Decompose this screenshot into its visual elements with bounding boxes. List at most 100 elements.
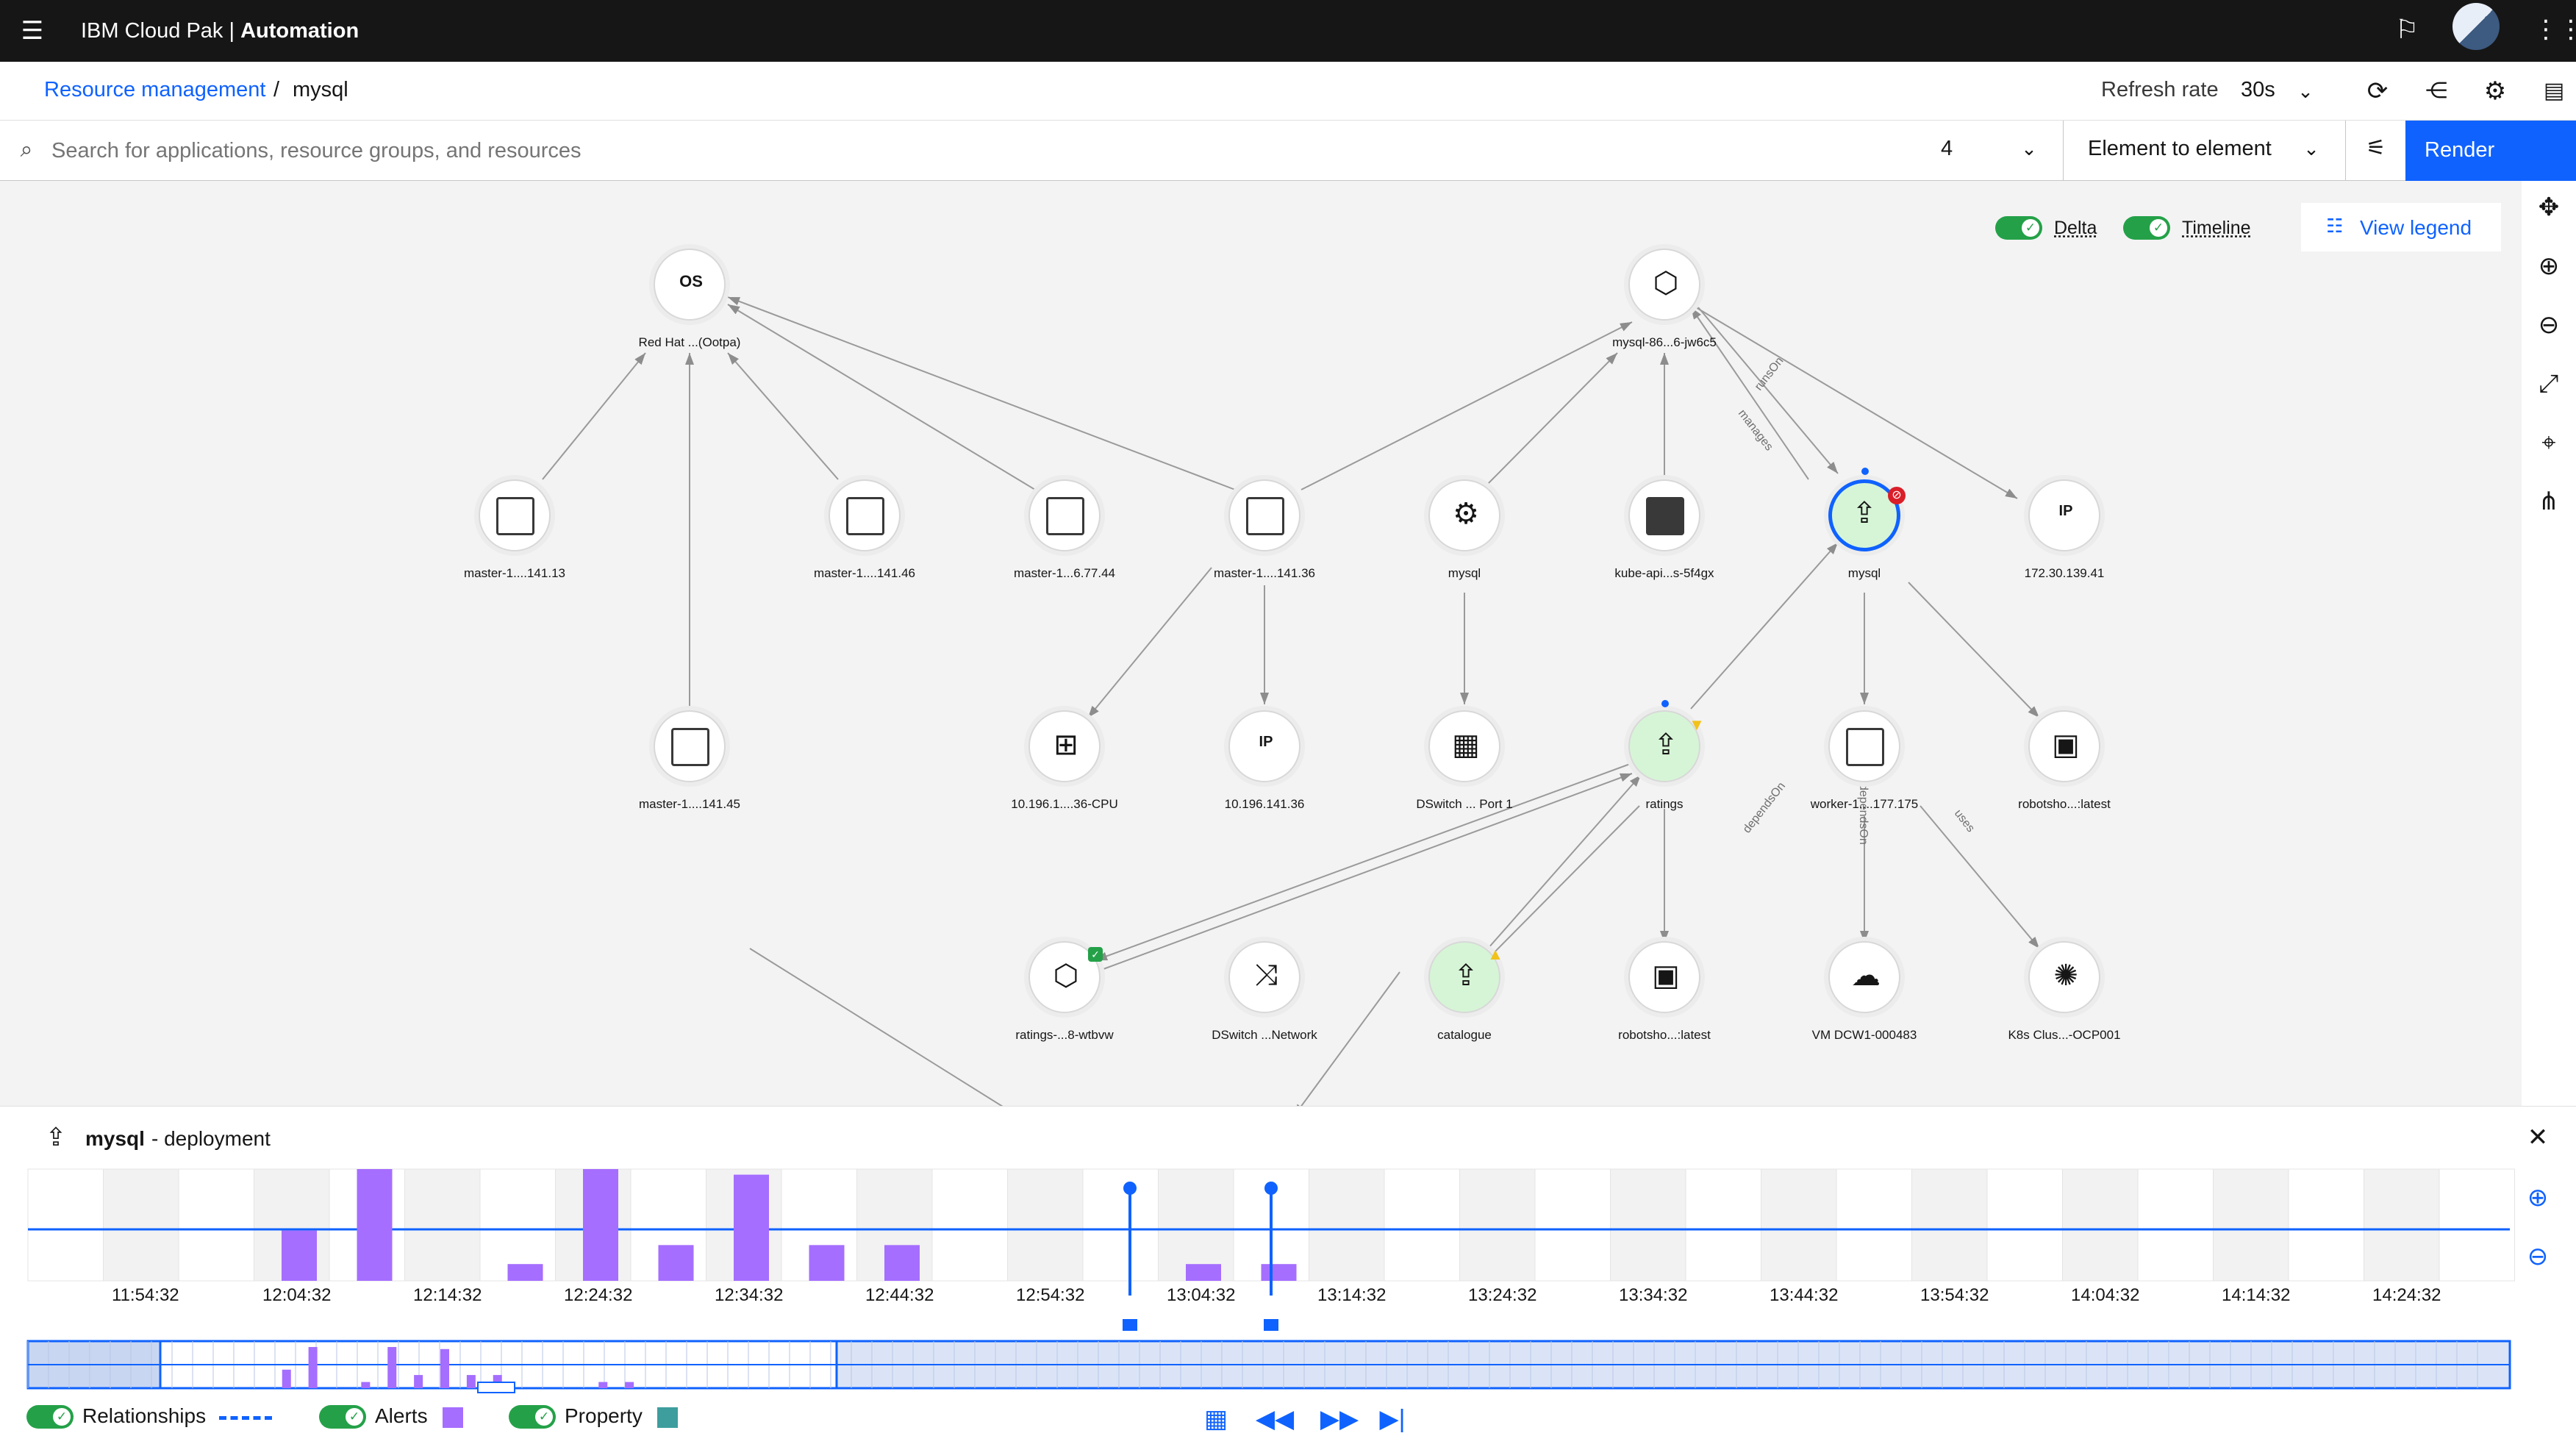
service-gear-icon: ⚙ <box>1453 498 1479 530</box>
hierarchy-icon[interactable]: ⋔ <box>2538 487 2560 515</box>
node-k8s-cluster[interactable]: ✺ <box>2028 941 2100 1013</box>
property-toggle[interactable] <box>509 1405 556 1429</box>
node-os[interactable]: OS <box>654 249 726 321</box>
user-avatar[interactable] <box>2452 3 2500 50</box>
node-master-46[interactable] <box>829 479 901 551</box>
timeline-zoom-out-icon[interactable]: ⊖ <box>2527 1243 2549 1271</box>
timeline-tick-label: 12:54:32 <box>1016 1285 1085 1305</box>
node-mysql-deployment[interactable]: ⇪ <box>1828 479 1900 551</box>
view-legend-label: View legend <box>2360 216 2472 239</box>
view-legend-button[interactable]: ☷ View legend <box>2301 203 2501 251</box>
pod-icon: ⬡ <box>1053 960 1079 992</box>
node-cpu[interactable]: ⊞ <box>1028 710 1101 782</box>
timeline-chart[interactable] <box>0 1162 2522 1397</box>
ok-status-icon: ✓ <box>1088 947 1103 962</box>
node-vm[interactable]: ☁ <box>1828 941 1900 1013</box>
alert-bar <box>282 1230 317 1281</box>
calendar-icon[interactable]: ▦ <box>1203 1405 1228 1433</box>
render-button[interactable]: Render <box>2405 121 2576 181</box>
search-input[interactable] <box>51 131 1889 171</box>
edge <box>1487 774 1642 949</box>
node-master-44[interactable] <box>1028 479 1101 551</box>
overview-alert-bar <box>466 1375 476 1388</box>
close-icon[interactable]: ✕ <box>2527 1123 2549 1151</box>
node-catalogue[interactable]: ⇪ <box>1428 941 1500 1013</box>
node-label-mysql-service: mysql <box>1448 566 1481 580</box>
edge <box>1095 773 1633 973</box>
hops-select-value[interactable]: 4 <box>1941 137 1953 160</box>
topology-canvas[interactable]: runsOn manages dependsOn dependsOn uses … <box>0 181 2522 1106</box>
delta-toggle[interactable] <box>1995 216 2042 240</box>
node-master-36[interactable] <box>1228 479 1300 551</box>
node-master-13[interactable] <box>479 479 551 551</box>
share-icon[interactable]: ⋲ <box>2425 79 2447 103</box>
timeline-column <box>2364 1168 2440 1282</box>
node-dswitch-port[interactable]: ▦ <box>1428 710 1500 782</box>
node-robotshop-1[interactable]: ▣ <box>2028 710 2100 782</box>
timeline-column <box>27 1168 104 1282</box>
node-ip-36[interactable]: IP <box>1228 710 1300 782</box>
timeline-column <box>2288 1168 2364 1282</box>
settings-icon[interactable]: ⚙ <box>2483 77 2507 105</box>
breadcrumb-parent-link[interactable]: Resource management <box>44 78 266 101</box>
zoom-in-icon[interactable]: ⊕ <box>2538 252 2560 280</box>
topology-edges: runsOn manages dependsOn dependsOn uses <box>542 296 2040 1106</box>
skip-to-end-icon[interactable]: ▶| <box>1379 1405 1406 1433</box>
canvas-toolbar: ✥ ⊕ ⊖ ⤢ ⌖ ⋔ <box>2522 181 2576 534</box>
alerts-toggle[interactable] <box>319 1405 366 1429</box>
timeline-column <box>103 1168 179 1282</box>
rewind-icon[interactable]: ◀◀ <box>1255 1405 1295 1433</box>
node-worker[interactable] <box>1828 710 1900 782</box>
edge <box>727 296 1236 490</box>
timeline-tick-label: 13:04:32 <box>1167 1285 1236 1305</box>
timeline-column <box>1911 1168 1988 1282</box>
hop-type-chevron-icon[interactable]: ⌄ <box>2303 137 2319 160</box>
timeline-column <box>2062 1168 2139 1282</box>
warning-status-icon: ▲ <box>1487 945 1503 963</box>
timeline-column <box>931 1168 1008 1282</box>
deployment-icon: ⇪ <box>1653 729 1678 761</box>
timeline-toggle[interactable] <box>2123 216 2170 240</box>
overview-alert-bar <box>414 1375 423 1388</box>
menu-icon[interactable]: ☰ <box>21 17 44 45</box>
search-icon: ⌕ <box>20 137 33 162</box>
selection-dot <box>1861 468 1869 475</box>
location-icon[interactable]: ⌖ <box>2541 429 2556 457</box>
pan-icon[interactable]: ✥ <box>2538 193 2560 221</box>
node-label-master-36: master-1....141.36 <box>1214 566 1315 580</box>
hops-chevron-icon[interactable]: ⌄ <box>2021 137 2037 160</box>
node-pod-top[interactable]: ⬡ <box>1628 249 1700 321</box>
alert-bar <box>809 1245 845 1281</box>
app-switcher-icon[interactable]: ⋮⋮ <box>2533 15 2576 43</box>
refresh-icon[interactable]: ⟳ <box>2366 77 2389 105</box>
edge <box>1920 805 2040 949</box>
overview-alert-bar <box>598 1382 608 1388</box>
refresh-rate-value[interactable]: 30s <box>2241 78 2275 101</box>
node-robotshop-2[interactable]: ▣ <box>1628 941 1700 1013</box>
fit-to-screen-icon[interactable]: ⤢ <box>2539 370 2559 398</box>
chevron-down-icon[interactable]: ⌄ <box>2297 80 2314 102</box>
change-dot <box>1661 700 1669 707</box>
hop-type-select-value[interactable]: Element to element <box>2088 137 2272 160</box>
product-brand[interactable]: IBM Cloud Pak | Automation <box>81 15 359 47</box>
flag-icon[interactable]: ⚐ <box>2394 14 2419 44</box>
fast-forward-icon[interactable]: ▶▶ <box>1320 1405 1359 1433</box>
panel-icon[interactable]: ▤ <box>2543 79 2565 103</box>
node-kube-api[interactable] <box>1628 479 1700 551</box>
node-mysql-service[interactable]: ⚙ <box>1428 479 1500 551</box>
node-label-dswitch-port: DSwitch ... Port 1 <box>1416 797 1513 811</box>
timeline-zoom-in-icon[interactable]: ⊕ <box>2527 1184 2549 1212</box>
timeline-column <box>404 1168 481 1282</box>
node-ratings[interactable]: ⇪ <box>1628 710 1700 782</box>
filter-settings-icon[interactable]: ⚟ <box>2366 136 2386 160</box>
edge <box>1300 321 1633 490</box>
node-dswitch-network[interactable]: ⤨ <box>1228 941 1300 1013</box>
node-ip-41[interactable]: IP <box>2028 479 2100 551</box>
timeline-tick-label: 14:04:32 <box>2071 1285 2140 1305</box>
brand-bold: Automation <box>240 19 359 43</box>
relationships-toggle[interactable] <box>26 1405 74 1429</box>
zoom-out-icon[interactable]: ⊖ <box>2538 311 2560 339</box>
cluster-icon: ✺ <box>2053 960 2078 992</box>
node-master-45[interactable] <box>654 710 726 782</box>
detail-subtitle: - deployment <box>151 1127 271 1150</box>
